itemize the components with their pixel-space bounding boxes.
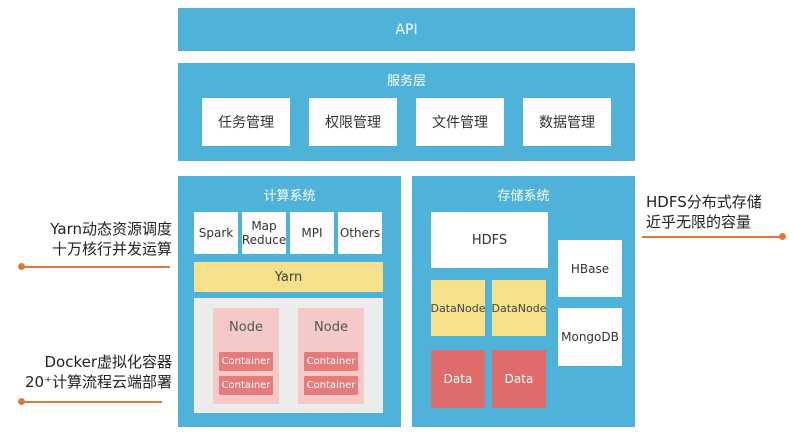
compute-system: 计算系统 Spark Map Reduce MPI Others Yarn No… (178, 176, 401, 427)
framework-mapreduce-line1: Map (251, 219, 277, 233)
storage-system-title: 存储系统 (497, 188, 550, 204)
note-hdfs-line (642, 236, 782, 238)
note-docker-container: Docker虚拟化容器 20⁺计算流程云端部署 (6, 352, 172, 392)
compute-system-title: 计算系统 (263, 188, 316, 204)
data-1: Data (431, 350, 485, 408)
framework-mpi: MPI (290, 212, 334, 254)
api-layer: API (178, 8, 635, 51)
framework-spark: Spark (194, 212, 238, 254)
mongodb-box: MongoDB (558, 308, 622, 366)
node-1-container-1: Container (219, 352, 273, 371)
hdfs-box: HDFS (431, 212, 548, 268)
node-2-container-1: Container (304, 352, 358, 371)
note-hdfs-storage: HDFS分布式存储 近乎无限的容量 (646, 192, 786, 232)
note-yarn-line (22, 266, 170, 268)
hbase-box: HBase (558, 240, 622, 297)
note-hdfs-line1: HDFS分布式存储 (646, 193, 762, 211)
note-yarn-scheduling: Yarn动态资源调度 十万核行并发运算 (22, 219, 172, 259)
framework-mapreduce-line2: Reduce (241, 233, 287, 247)
note-hdfs-line2: 近乎无限的容量 (646, 213, 752, 231)
note-yarn-line2: 十万核行并发运算 (51, 240, 172, 258)
note-docker-dot (18, 398, 25, 405)
note-hdfs-dot (779, 233, 786, 240)
node-2-container-2: Container (304, 376, 358, 395)
note-docker-line1: Docker虚拟化容器 (44, 353, 172, 371)
node-1: Node Container Container (213, 308, 279, 404)
service-layer: 服务层 任务管理 权限管理 文件管理 数据管理 (178, 63, 635, 161)
data-2: Data (492, 350, 546, 408)
datanode-2: DataNode (492, 280, 547, 336)
framework-mapreduce: Map Reduce (242, 212, 286, 254)
note-yarn-line1: Yarn动态资源调度 (50, 220, 172, 238)
yarn-layer: Yarn (194, 262, 383, 292)
note-docker-line (22, 401, 162, 403)
service-data-management: 数据管理 (523, 98, 611, 146)
service-layer-title: 服务层 (386, 73, 426, 89)
framework-others: Others (338, 212, 382, 254)
node-1-label: Node (229, 320, 263, 335)
node-cluster: Node Container Container Node Container … (194, 298, 383, 413)
api-label: API (395, 21, 418, 38)
note-yarn-dot (18, 263, 25, 270)
storage-system: 存储系统 HDFS DataNode DataNode Data Data HB… (412, 176, 635, 427)
service-file-management: 文件管理 (416, 98, 504, 146)
service-permission-management: 权限管理 (309, 98, 397, 146)
datanode-1: DataNode (431, 280, 486, 336)
node-2: Node Container Container (298, 308, 364, 404)
note-docker-line2: 20⁺计算流程云端部署 (24, 373, 172, 391)
node-1-container-2: Container (219, 376, 273, 395)
service-task-management: 任务管理 (202, 98, 290, 146)
node-2-label: Node (314, 320, 348, 335)
